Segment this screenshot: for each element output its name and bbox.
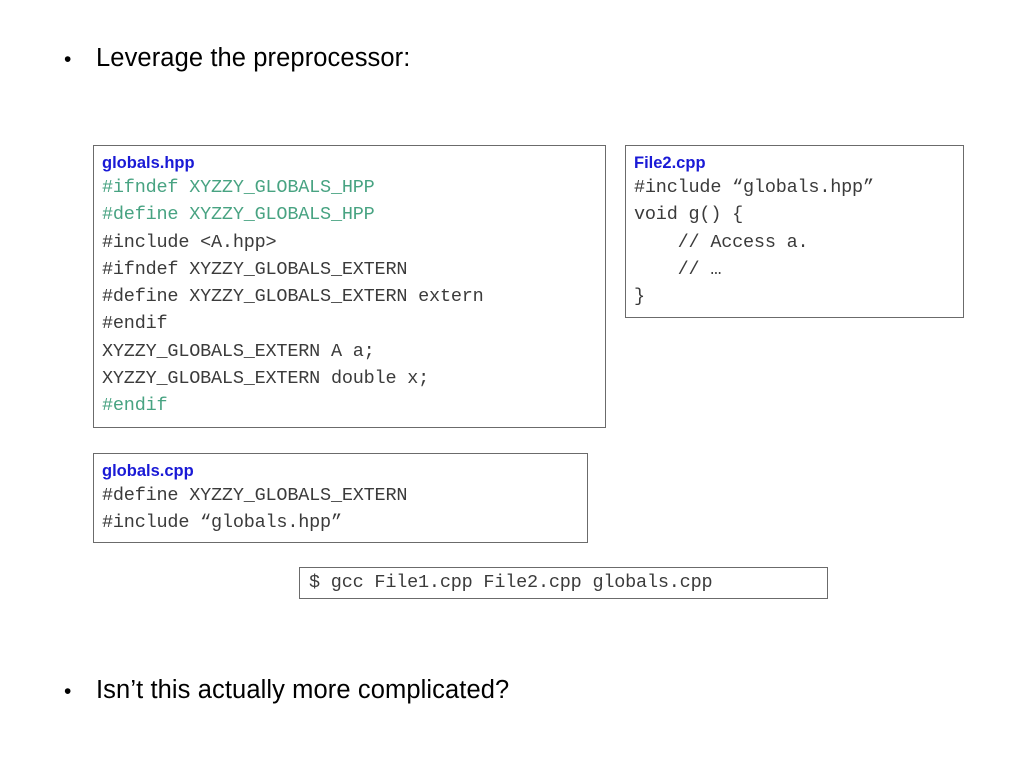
code-line: #define XYZZY_GLOBALS_HPP <box>102 204 375 226</box>
code-line: XYZZY_GLOBALS_EXTERN A a; <box>102 340 375 362</box>
code-box-title: globals.cpp <box>102 462 194 480</box>
code-line: #endif <box>102 313 168 335</box>
bullet-text: Isn’t this actually more complicated? <box>96 676 510 704</box>
code-box-title: File2.cpp <box>634 154 706 172</box>
code-line: } <box>634 286 645 308</box>
code-line: XYZZY_GLOBALS_EXTERN double x; <box>102 368 430 390</box>
code-box-globals-hpp: globals.hpp #ifndef XYZZY_GLOBALS_HPP #d… <box>93 145 606 428</box>
code-line: // Access a. <box>634 231 809 253</box>
code-line: void g() { <box>634 204 744 226</box>
code-line: #include “globals.hpp” <box>634 177 874 198</box>
code-line: #include <A.hpp> <box>102 231 277 253</box>
code-box-globals-cpp: globals.cpp #define XYZZY_GLOBALS_EXTERN… <box>93 453 588 543</box>
code-box-file2-cpp: File2.cpp #include “globals.hpp” void g(… <box>625 145 964 318</box>
bullet-marker-icon: • <box>64 48 72 71</box>
command-line-box: $ gcc File1.cpp File2.cpp globals.cpp <box>299 567 828 599</box>
code-line: #ifndef XYZZY_GLOBALS_EXTERN <box>102 258 408 280</box>
code-box-title: globals.hpp <box>102 154 195 172</box>
code-line: #ifndef XYZZY_GLOBALS_HPP <box>102 177 375 198</box>
command-line-text: $ gcc File1.cpp File2.cpp globals.cpp <box>309 572 713 593</box>
bullet-item-leverage-preprocessor: • Leverage the preprocessor: <box>64 44 410 72</box>
bullet-item-more-complicated: • Isn’t this actually more complicated? <box>64 676 509 704</box>
code-line: #define XYZZY_GLOBALS_EXTERN <box>102 485 408 506</box>
bullet-text: Leverage the preprocessor: <box>96 44 411 72</box>
code-line: #define XYZZY_GLOBALS_EXTERN extern <box>102 286 484 308</box>
code-line: #include “globals.hpp” <box>102 512 342 534</box>
code-line: #endif <box>102 395 168 417</box>
bullet-marker-icon: • <box>64 680 72 703</box>
code-line: // … <box>634 258 722 280</box>
